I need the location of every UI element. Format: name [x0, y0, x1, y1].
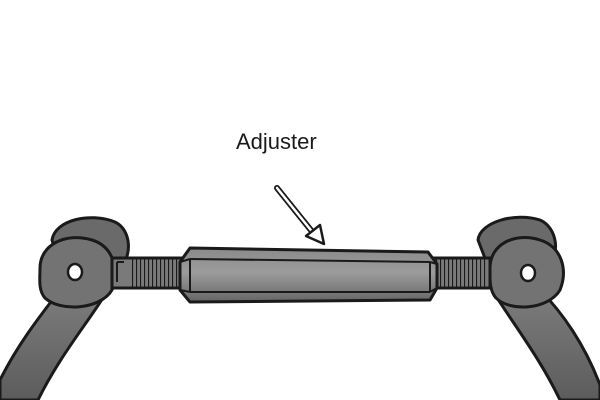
right-pivot-hole: [519, 263, 537, 283]
left-arm: [0, 216, 130, 400]
adjuster-label: Adjuster: [236, 129, 317, 154]
arrow-head-icon: [304, 223, 326, 246]
right-arm: [476, 215, 600, 400]
right-threaded-rod: [428, 256, 492, 290]
left-threaded-rod: [110, 256, 185, 290]
callout-arrow: [274, 185, 326, 246]
left-pivot-hole: [66, 262, 84, 282]
adjuster-nut: [178, 246, 439, 304]
